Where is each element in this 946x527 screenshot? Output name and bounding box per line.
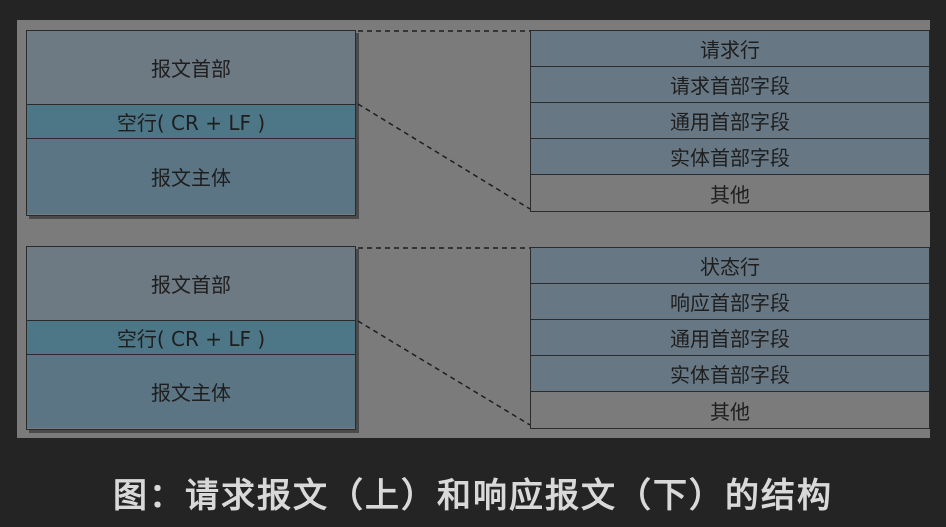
response-blank-line: 空行( CR + LF ): [27, 320, 355, 355]
request-line: 请求行: [531, 31, 929, 67]
other-fields: 其他: [531, 392, 929, 428]
response-header-breakdown: 状态行 响应首部字段 通用首部字段 实体首部字段 其他: [530, 247, 930, 429]
request-connector-bottom: [357, 103, 531, 210]
request-message-box: 报文首部 空行( CR + LF ) 报文主体: [26, 30, 356, 216]
figure-caption: 图：请求报文（上）和响应报文（下）的结构: [113, 476, 833, 516]
request-message-body: 报文主体: [27, 139, 355, 214]
other-fields: 其他: [531, 175, 929, 211]
response-connector-bottom: [357, 320, 531, 426]
general-header-fields: 通用首部字段: [531, 103, 929, 139]
response-message-header: 报文首部: [27, 247, 355, 320]
response-header-fields: 响应首部字段: [531, 284, 929, 320]
entity-header-fields: 实体首部字段: [531, 139, 929, 175]
status-line: 状态行: [531, 248, 929, 284]
general-header-fields: 通用首部字段: [531, 320, 929, 356]
request-message-header: 报文首部: [27, 31, 355, 104]
request-header-breakdown: 请求行 请求首部字段 通用首部字段 实体首部字段 其他: [530, 30, 930, 212]
entity-header-fields: 实体首部字段: [531, 356, 929, 392]
request-header-fields: 请求首部字段: [531, 67, 929, 103]
request-blank-line: 空行( CR + LF ): [27, 104, 355, 139]
response-message-body: 报文主体: [27, 355, 355, 428]
response-message-box: 报文首部 空行( CR + LF ) 报文主体: [26, 246, 356, 430]
